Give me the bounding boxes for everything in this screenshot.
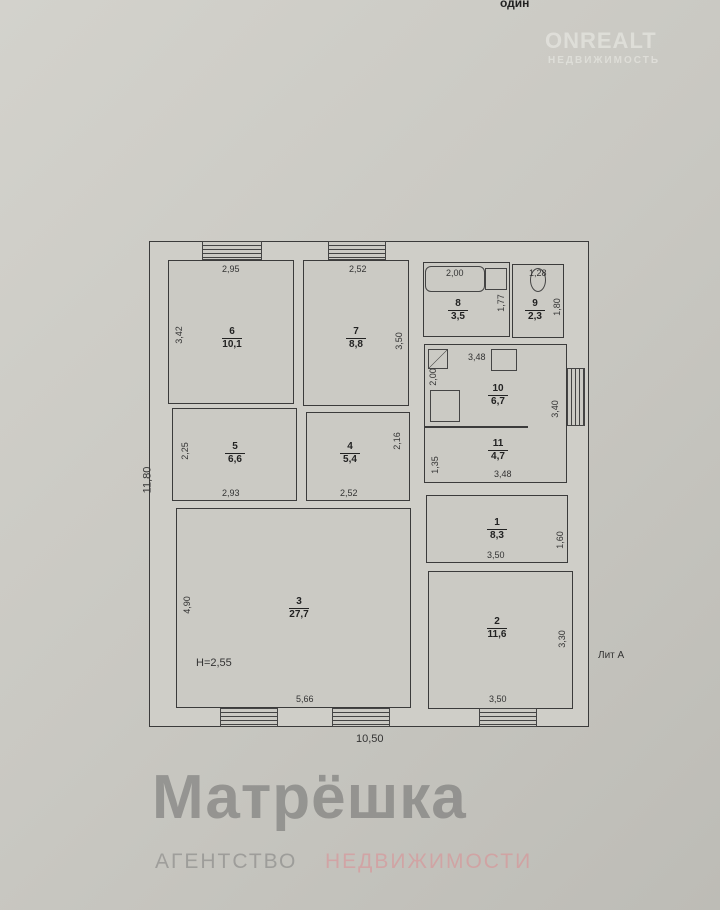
dim: 1,28 xyxy=(529,268,547,278)
header-fragment: один xyxy=(500,0,530,10)
kitchen-sink-icon xyxy=(491,349,517,371)
dim: 3,50 xyxy=(487,550,505,560)
dim: 2,52 xyxy=(349,264,367,274)
sink-icon xyxy=(485,268,507,290)
toilet-icon xyxy=(530,268,546,292)
room-5 xyxy=(172,408,297,501)
onrealt-watermark: ONREALT xyxy=(545,28,657,53)
window xyxy=(479,708,537,727)
room-7 xyxy=(303,260,409,406)
dim: 2,25 xyxy=(179,442,190,460)
window xyxy=(202,241,262,260)
bathtub-icon xyxy=(425,266,485,292)
window xyxy=(567,368,585,426)
room-4 xyxy=(306,412,410,501)
window xyxy=(328,241,386,260)
dim: 3,48 xyxy=(468,352,486,362)
dim: 3,42 xyxy=(173,326,184,344)
dim: 1,77 xyxy=(495,294,506,312)
ceiling-height: H=2,55 xyxy=(196,657,232,669)
dim: 2,93 xyxy=(222,488,240,498)
dim: 2,16 xyxy=(391,432,402,450)
dim: 1,80 xyxy=(551,298,562,316)
room-6 xyxy=(168,260,294,404)
letter-label: Лит А xyxy=(598,650,625,661)
window xyxy=(332,708,390,727)
matryoshka-watermark: Матрёшка xyxy=(152,763,467,832)
agency-watermark: АГЕНТСТВО xyxy=(155,850,298,873)
dim: 1,60 xyxy=(554,531,565,549)
onrealt-watermark-sub: НЕДВИЖИМОСТЬ xyxy=(548,55,661,66)
room-2 xyxy=(428,571,573,709)
window xyxy=(220,708,278,727)
dim: 2,52 xyxy=(340,488,358,498)
dim: 3,40 xyxy=(549,400,560,418)
dim: 2,00 xyxy=(427,368,438,386)
dim: 3,48 xyxy=(494,469,512,479)
overall-width: 11,80 xyxy=(141,466,154,494)
dim: 3,30 xyxy=(556,630,567,648)
dim: 2,00 xyxy=(446,268,464,278)
dim: 1,35 xyxy=(429,456,440,474)
boiler-icon xyxy=(428,349,448,369)
dim: 2,95 xyxy=(222,264,240,274)
overall-length: 10,50 xyxy=(356,733,384,745)
room-8 xyxy=(423,262,510,337)
dim: 3,50 xyxy=(393,332,404,350)
dim: 5,66 xyxy=(296,694,314,704)
dim: 4,90 xyxy=(181,596,192,614)
stove-icon xyxy=(430,390,460,422)
dim: 3,50 xyxy=(489,694,507,704)
room-9 xyxy=(512,264,564,338)
partition xyxy=(424,426,528,428)
agency-watermark-red: НЕДВИЖИМОСТИ xyxy=(325,850,533,873)
